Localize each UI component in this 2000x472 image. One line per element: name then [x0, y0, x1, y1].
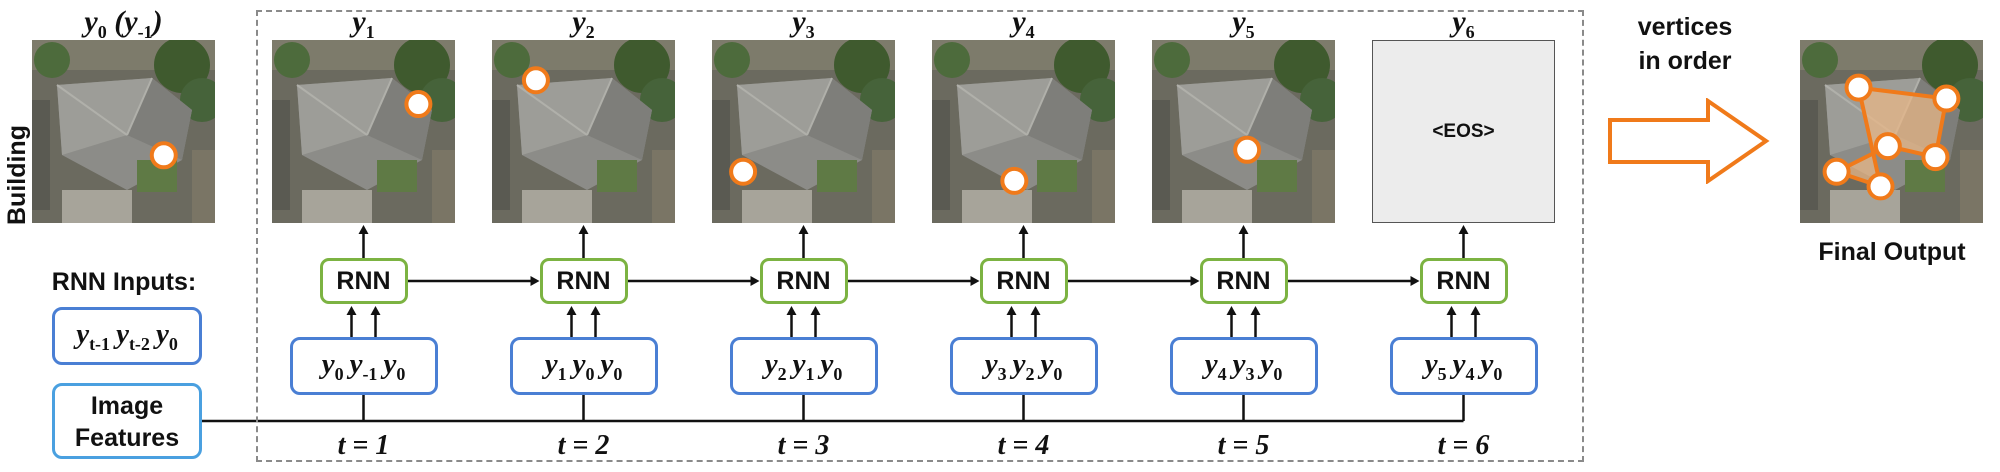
rnn-cell: RNN: [539, 258, 628, 304]
up-arrow-icon: [1018, 225, 1029, 234]
rnn-input-term: y-1: [349, 347, 378, 384]
time-step-label: t = 1: [337, 430, 390, 461]
final-output-tile: [1800, 40, 1983, 223]
rnn-input-term: y4: [1204, 347, 1227, 384]
step-output-label: y5: [1232, 5, 1255, 42]
rnn-input-term: y3: [984, 347, 1007, 384]
right-arrow-icon: [970, 276, 980, 286]
up-arrow-icon: [566, 306, 577, 315]
image-features-line2: Features: [74, 424, 180, 452]
up-arrow-icon: [1030, 306, 1041, 315]
rnn-cell: RNN: [1199, 258, 1288, 304]
step-output-label: y6: [1452, 5, 1475, 42]
rnn-input-term: y0: [572, 347, 595, 384]
rnn-input-term: y0: [600, 347, 623, 384]
right-arrow-icon: [750, 276, 760, 286]
building-label: Building: [3, 125, 31, 225]
right-arrow-icon: [1190, 276, 1200, 286]
time-step-label: t = 5: [1217, 430, 1270, 461]
rnn-input-term: y4: [1452, 347, 1475, 384]
step-image-tile: [1152, 40, 1335, 223]
up-arrow-icon: [578, 225, 589, 234]
up-arrow-icon: [786, 306, 797, 315]
step-image-tile: [932, 40, 1115, 223]
legend-input-term: yt-1: [76, 317, 111, 354]
up-arrow-icon: [1446, 306, 1457, 315]
rnn-input-term: y5: [1424, 347, 1447, 384]
rnn-input-term: y0: [383, 347, 406, 384]
right-arrow-icon: [530, 276, 540, 286]
up-arrow-icon: [810, 306, 821, 315]
time-step-label: t = 2: [557, 430, 610, 461]
up-arrow-icon: [1238, 225, 1249, 234]
legend-input-term: yt-2: [116, 317, 150, 354]
rnn-cell: RNN: [319, 258, 408, 304]
time-steps-frame: [256, 10, 1584, 462]
time-step-label: t = 6: [1437, 430, 1490, 461]
image-features-line1: Image: [90, 392, 164, 420]
rnn-input-term: y2: [1012, 347, 1035, 384]
legend-input-term: y0: [155, 317, 178, 354]
time-step-label: t = 4: [997, 430, 1050, 461]
initial-step-label: y0 (y-1): [84, 5, 163, 42]
step-output-label: y4: [1012, 5, 1035, 42]
step-output-label: y1: [352, 5, 375, 42]
rnn-input-term: y0: [1480, 347, 1503, 384]
big-arrow-icon: [1608, 98, 1770, 184]
rnn-inputs-title: RNN Inputs:: [51, 268, 197, 296]
right-arrow-icon: [1410, 276, 1420, 286]
up-arrow-icon: [798, 225, 809, 234]
rnn-input-term: y0: [321, 347, 344, 384]
eos-tile: <EOS>: [1372, 40, 1555, 223]
rnn-input-term: y3: [1232, 347, 1255, 384]
up-arrow-icon: [346, 306, 357, 315]
up-arrow-icon: [590, 306, 601, 315]
rnn-cell: RNN: [759, 258, 848, 304]
up-arrow-icon: [1250, 306, 1261, 315]
step-output-label: y3: [792, 5, 815, 42]
step-image-tile: [712, 40, 895, 223]
eos-token: <EOS>: [1432, 120, 1495, 142]
initial-image-tile: [32, 40, 215, 223]
up-arrow-icon: [370, 306, 381, 315]
rnn-cell: RNN: [979, 258, 1068, 304]
rnn-input-term: y0: [1040, 347, 1063, 384]
rnn-input-term: y1: [544, 347, 567, 384]
rnn-input-term: y2: [764, 347, 787, 384]
image-features-box: Image Features: [52, 383, 202, 459]
final-output-caption: Final Output: [1818, 238, 1966, 266]
rnn-cell: RNN: [1419, 258, 1508, 304]
time-step-label: t = 3: [777, 430, 830, 461]
up-arrow-icon: [1470, 306, 1481, 315]
rnn-input-term: y0: [820, 347, 843, 384]
step-image-tile: [492, 40, 675, 223]
up-arrow-icon: [1226, 306, 1237, 315]
vertices-in-order-label: vertices in order: [1637, 13, 1733, 75]
step-image-tile: [272, 40, 455, 223]
step-output-label: y2: [572, 5, 595, 42]
up-arrow-icon: [358, 225, 369, 234]
up-arrow-icon: [1458, 225, 1469, 234]
rnn-input-term: y0: [1260, 347, 1283, 384]
rnn-input-term: y1: [792, 347, 815, 384]
up-arrow-icon: [1006, 306, 1017, 315]
